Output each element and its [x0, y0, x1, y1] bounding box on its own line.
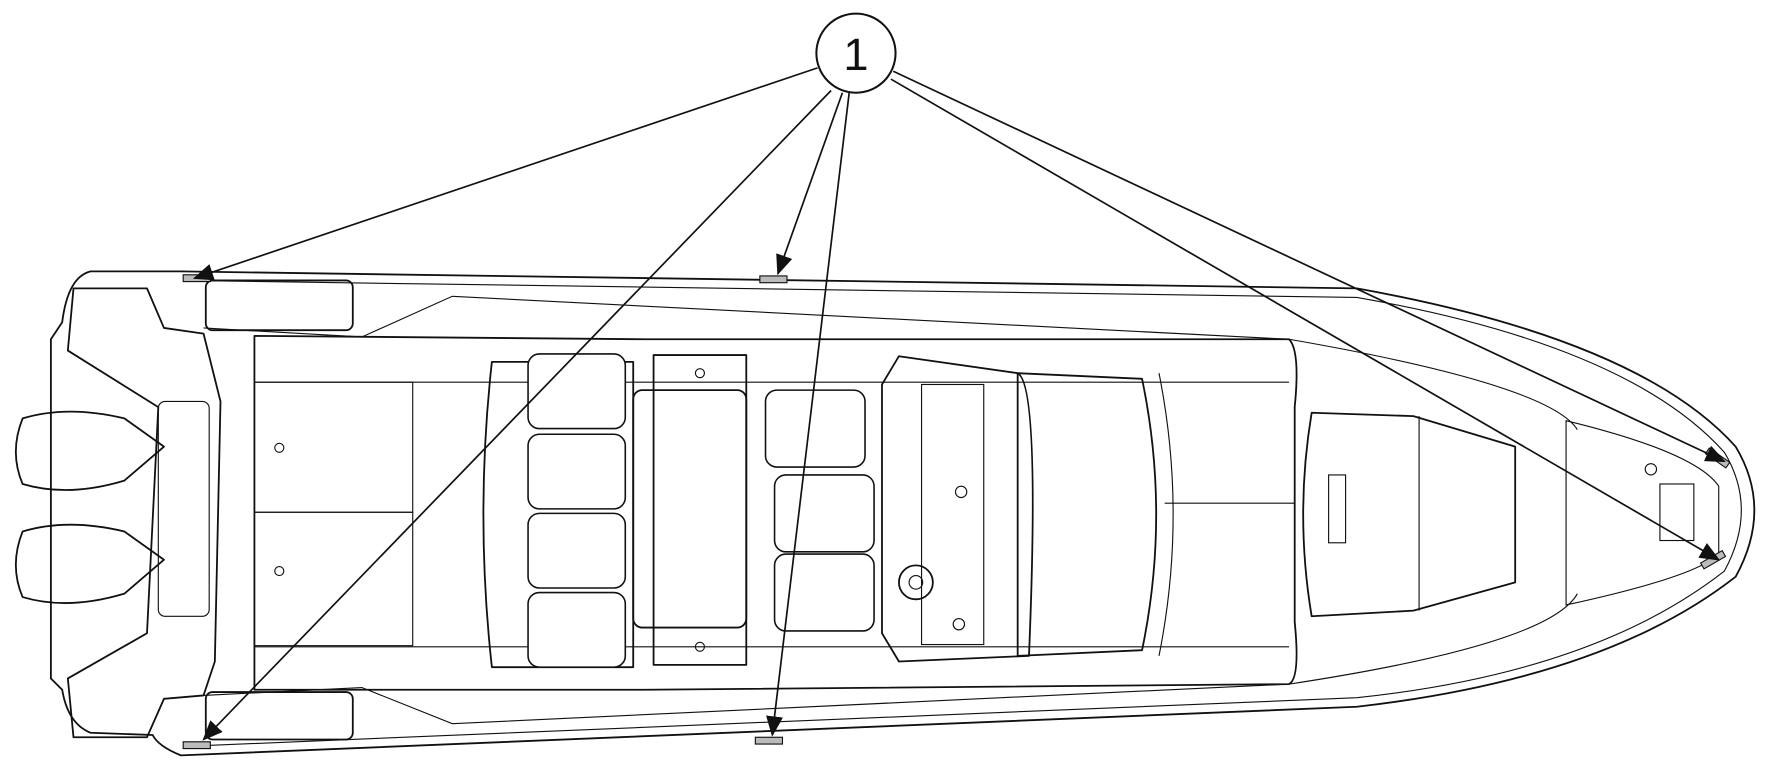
callout-label: 1: [843, 29, 868, 80]
callout-leaders: [192, 67, 1726, 741]
cleat-locations: [182, 274, 1731, 750]
hull-outline: [49, 270, 1756, 757]
callout-circle: [815, 12, 897, 94]
aft-seats: [527, 353, 627, 668]
outboard-engines: [15, 400, 210, 617]
